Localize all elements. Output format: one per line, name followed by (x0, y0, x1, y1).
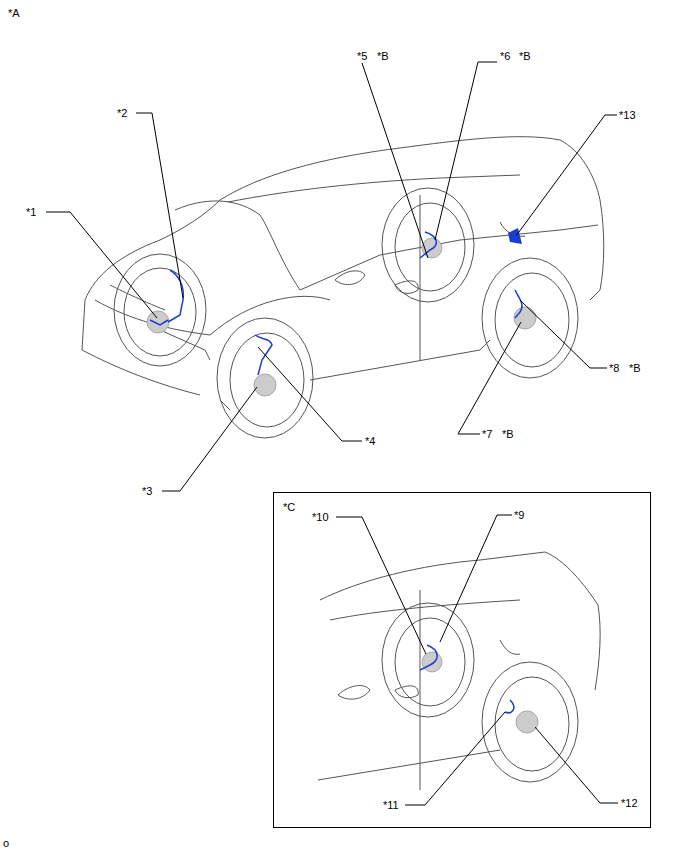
callout-number: *3 (142, 486, 152, 497)
callout-number: *6 (500, 51, 510, 62)
callout-number: *B (377, 51, 389, 62)
callout-number: *1 (26, 207, 36, 218)
callout-number: *10 (312, 512, 329, 523)
callout-number: o (3, 838, 9, 849)
callout-number: *13 (619, 110, 636, 121)
callout-number: *2 (117, 108, 127, 119)
callout-number: *5 (357, 51, 367, 62)
callout-number: *12 (621, 798, 638, 809)
callout-number: *B (502, 429, 514, 440)
callout-number: *4 (365, 436, 375, 447)
inset-label: *C (283, 502, 295, 513)
callout-number: *7 (482, 429, 492, 440)
leader-lines (46, 62, 618, 805)
callout-number: *11 (383, 800, 399, 811)
callout-number: *B (519, 51, 531, 62)
callout-number: *A (8, 8, 20, 19)
callout-number: *B (629, 363, 641, 374)
inset-frame: *C (273, 492, 651, 828)
callout-number: *9 (514, 510, 524, 521)
brake-assembly (147, 238, 538, 733)
vehicle-outline (82, 137, 604, 790)
sensor-wire (150, 232, 522, 713)
callout-number: *8 (609, 363, 619, 374)
